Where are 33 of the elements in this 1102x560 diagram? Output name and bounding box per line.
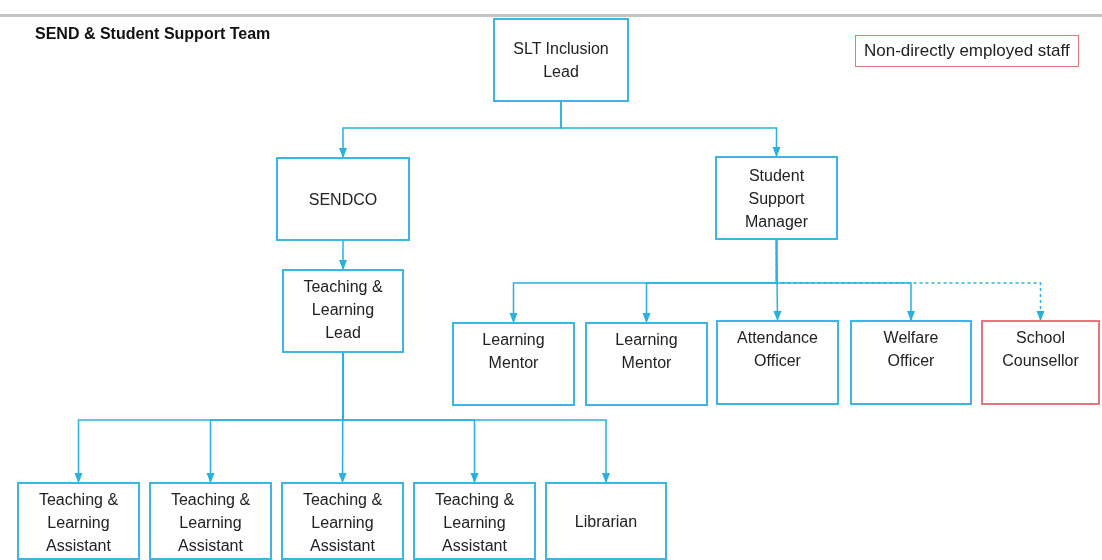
staff-box — [585, 322, 708, 406]
diagram-title: SEND & Student Support Team — [35, 25, 271, 43]
staff-box — [276, 157, 410, 241]
role-title: Student Support Manager — [743, 165, 810, 232]
staff-box — [281, 482, 404, 560]
role-title: Librarian — [574, 511, 638, 532]
staff-box — [545, 482, 667, 560]
role-title: Teaching & Learning Lead — [302, 277, 384, 343]
connector-arrow — [338, 240, 348, 271]
role-title: SLT Inclusion Lead — [512, 39, 610, 82]
legend-key: Non-directly employed staff — [855, 35, 1079, 67]
role-title: Teaching & Learning Assistant — [433, 490, 516, 556]
staff-box — [850, 320, 972, 405]
role-title: SENDCO — [308, 189, 378, 210]
connector-arrow — [775, 239, 1045, 322]
role-title: Attendance Officer — [736, 328, 819, 371]
staff-box — [149, 482, 272, 560]
staff-box — [17, 482, 140, 560]
role-title: Learning Mentor — [614, 330, 679, 373]
role-title: Learning Mentor — [481, 330, 546, 373]
staff-box — [452, 322, 575, 406]
role-title: Teaching & Learning Assistant — [37, 490, 120, 556]
staff-box — [981, 320, 1100, 405]
staff-box — [715, 156, 838, 240]
staff-box — [493, 18, 629, 102]
role-title: Welfare Officer — [882, 328, 940, 371]
role-title: School Counsellor — [1001, 328, 1080, 371]
role-title: Teaching & Learning Assistant — [301, 490, 384, 556]
staff-box — [716, 320, 839, 405]
staff-box — [282, 269, 404, 353]
role-title: Teaching & Learning Assistant — [169, 490, 252, 556]
staff-box — [413, 482, 536, 560]
connector-arrow — [560, 101, 781, 158]
